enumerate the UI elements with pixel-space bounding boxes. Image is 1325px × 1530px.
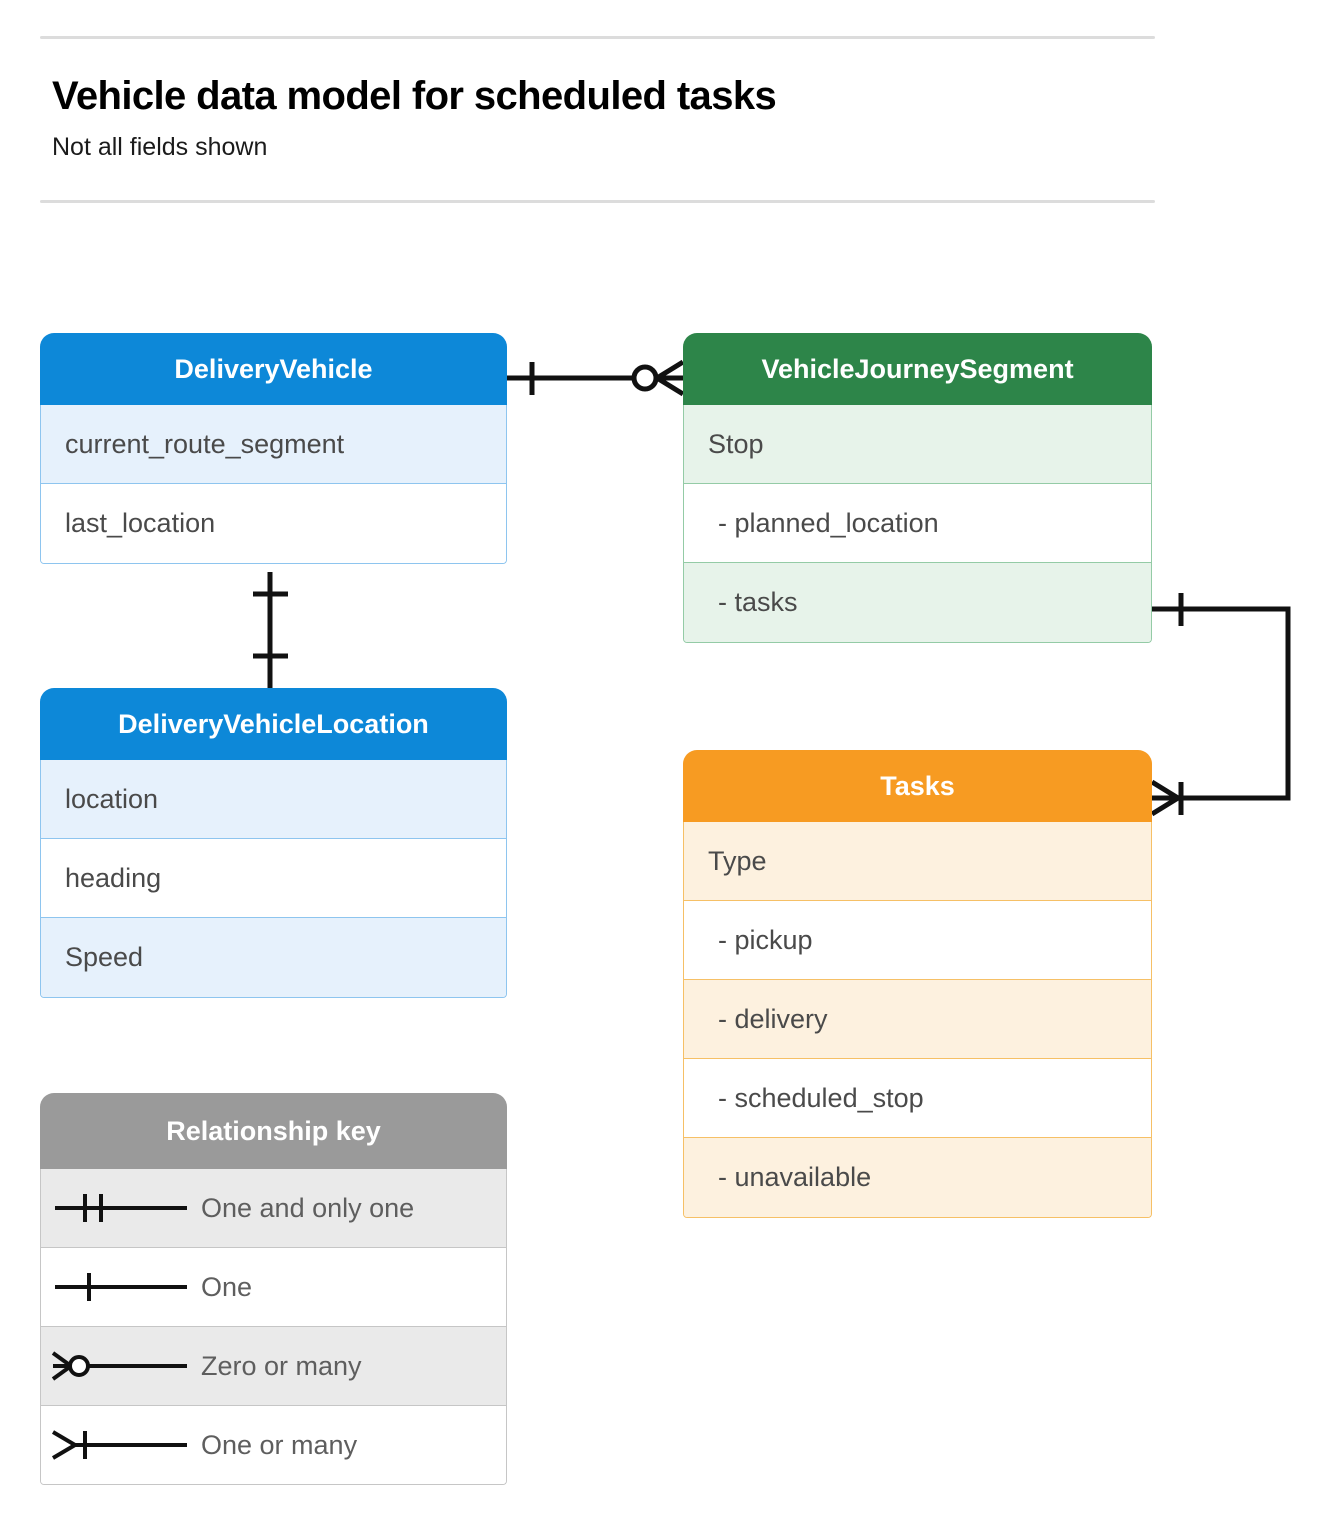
entity-field-row: - pickup [684, 901, 1151, 980]
entity-field-row: heading [41, 839, 506, 918]
entity-field-row: - unavailable [684, 1138, 1151, 1217]
entity-field-row: - delivery [684, 980, 1151, 1059]
header-divider-top [40, 36, 1155, 39]
entity-title: DeliveryVehicle [40, 333, 507, 405]
entity-title: DeliveryVehicleLocation [40, 688, 507, 760]
one-icon [41, 1267, 201, 1307]
entity-fields: location heading Speed [40, 760, 507, 998]
entity-field-row: Stop [684, 405, 1151, 484]
entity-field-row: current_route_segment [41, 405, 506, 484]
entity-field-row: Type [684, 822, 1151, 901]
entity-fields: current_route_segment last_location [40, 405, 507, 564]
connector-vehicle-to-journey-segment [507, 359, 685, 397]
legend-item-one: One [41, 1248, 506, 1327]
legend-item-label: Zero or many [201, 1350, 362, 1381]
legend-item-label: One [201, 1271, 253, 1302]
entity-delivery-vehicle[interactable]: DeliveryVehicle current_route_segment la… [40, 333, 507, 564]
connector-vehicle-to-vehicle-location [253, 572, 288, 688]
relationship-key-legend: Relationship key One and only one [40, 1093, 507, 1485]
connector-journey-segment-to-tasks [1150, 593, 1291, 817]
entity-title: Tasks [683, 750, 1152, 822]
legend-item-label: One and only one [201, 1192, 415, 1223]
page-subtitle: Not all fields shown [52, 133, 268, 161]
legend-item-one-or-many: One or many [41, 1406, 506, 1484]
legend-item-zero-or-many: Zero or many [41, 1327, 506, 1406]
entity-vehicle-journey-segment[interactable]: VehicleJourneySegment Stop - planned_loc… [683, 333, 1152, 643]
legend-title: Relationship key [40, 1093, 507, 1169]
entity-field-row: location [41, 760, 506, 839]
entity-field-row: last_location [41, 484, 506, 563]
entity-field-row: Speed [41, 918, 506, 997]
entity-fields: Stop - planned_location - tasks [683, 405, 1152, 643]
entity-field-row: - planned_location [684, 484, 1151, 563]
entity-tasks[interactable]: Tasks Type - pickup - delivery - schedul… [683, 750, 1152, 1218]
entity-delivery-vehicle-location[interactable]: DeliveryVehicleLocation location heading… [40, 688, 507, 998]
one-and-only-one-icon [41, 1188, 201, 1228]
entity-fields: Type - pickup - delivery - scheduled_sto… [683, 822, 1152, 1218]
entity-field-row: - scheduled_stop [684, 1059, 1151, 1138]
entity-title: VehicleJourneySegment [683, 333, 1152, 405]
one-or-many-icon [41, 1425, 201, 1465]
page-title: Vehicle data model for scheduled tasks [52, 74, 777, 118]
legend-rows: One and only one One [40, 1169, 507, 1485]
legend-item-label: One or many [201, 1429, 358, 1460]
zero-or-many-icon [41, 1346, 201, 1386]
header-divider-bottom [40, 200, 1155, 203]
legend-item-one-and-only-one: One and only one [41, 1169, 506, 1248]
entity-field-row: - tasks [684, 563, 1151, 642]
